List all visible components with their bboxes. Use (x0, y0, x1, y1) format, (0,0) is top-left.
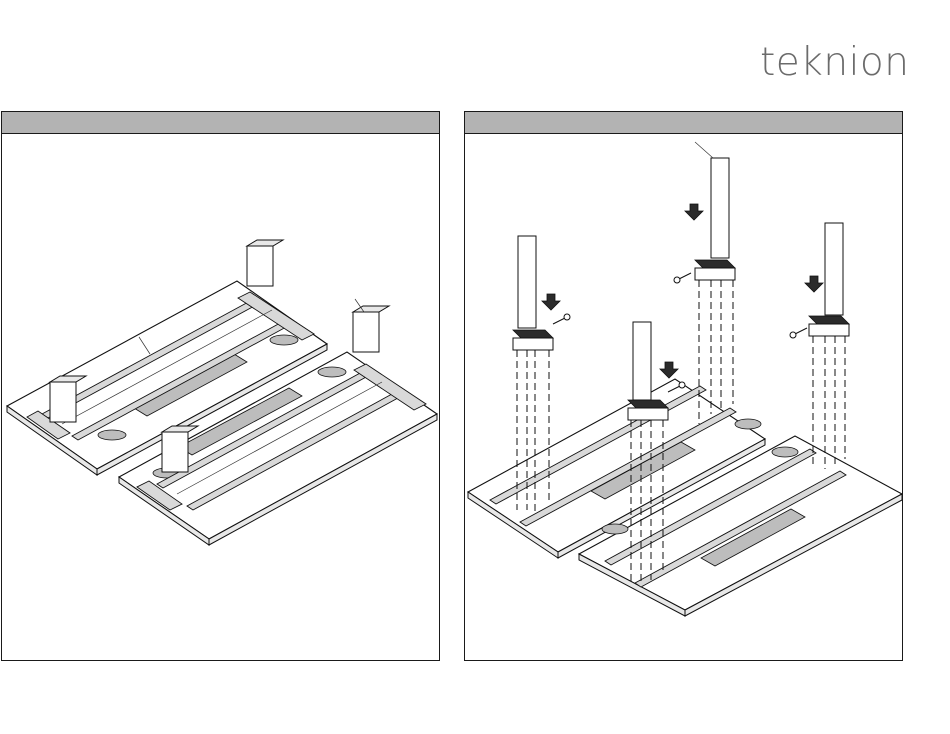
table-leg-icon (518, 158, 843, 400)
assembly-step-1-panel (1, 111, 440, 661)
desk-frame-diagram-left (2, 134, 439, 660)
down-arrow-icon (542, 204, 823, 378)
step-2-header-bar (465, 112, 902, 134)
step-1-illustration (2, 134, 439, 660)
step-1-header-bar (2, 112, 439, 134)
desk-leg-install-diagram (465, 134, 902, 660)
teknion-logo: teknion (760, 40, 905, 86)
step-2-illustration (465, 134, 902, 660)
screw-icon (553, 273, 807, 392)
assembly-step-2-panel (464, 111, 903, 661)
